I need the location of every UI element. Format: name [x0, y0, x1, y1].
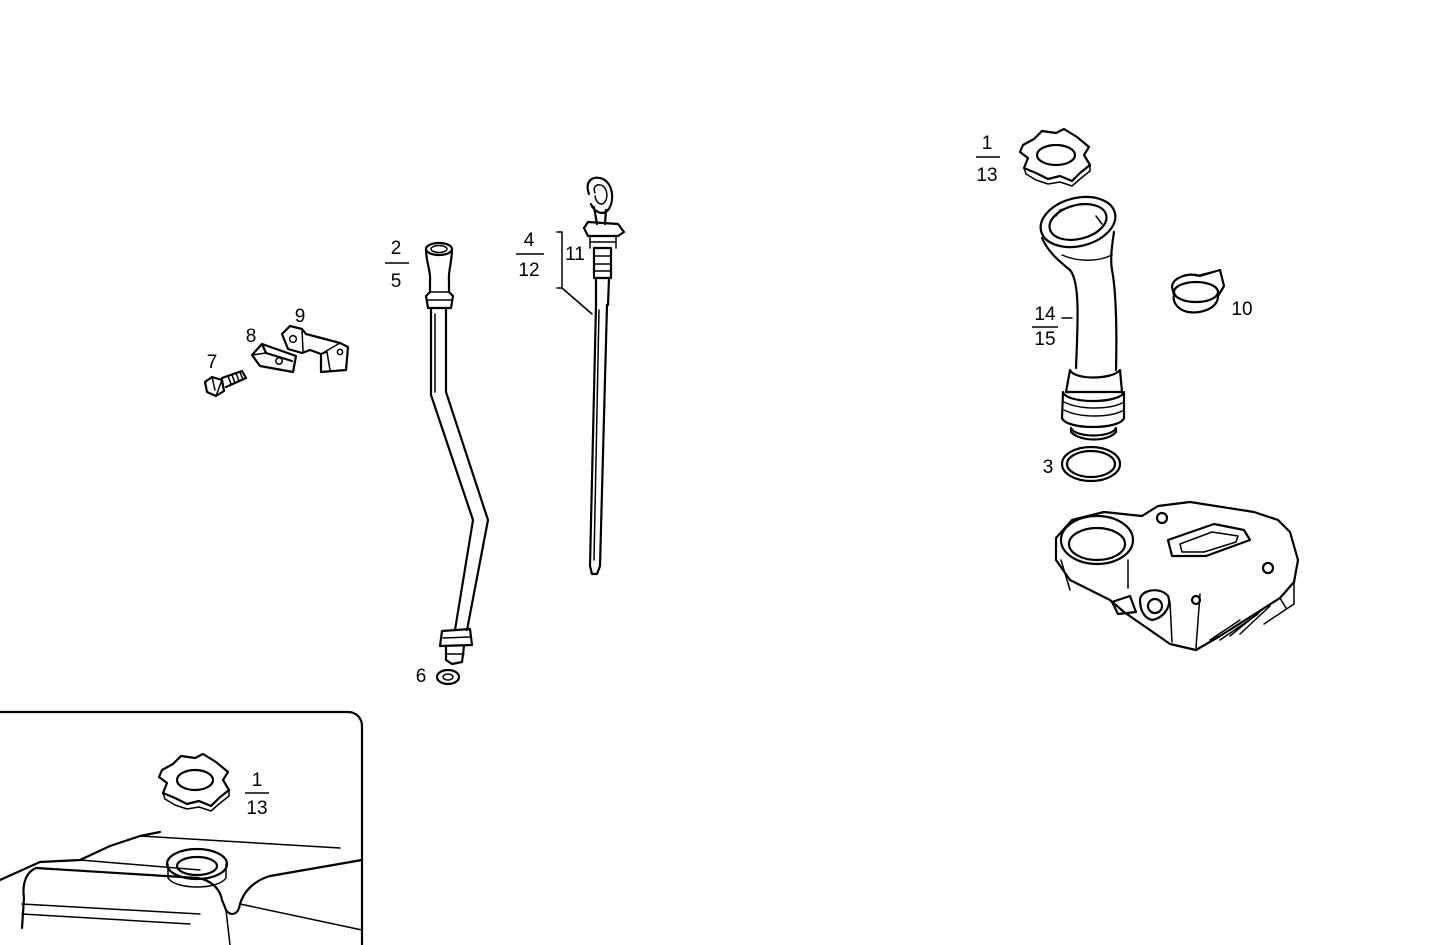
- dipstick-part: [582, 176, 626, 576]
- inset-panel: [0, 710, 364, 945]
- label-clip: 8: [246, 326, 257, 347]
- label-dipstick-numerator: 4: [524, 230, 535, 251]
- guide-tube-part: [424, 241, 490, 666]
- bracket-part: [280, 324, 350, 374]
- label-dipstick-side: 11: [565, 244, 585, 265]
- label-filler-cap-numerator: 1: [982, 133, 993, 154]
- label-guide-tube-numerator: 2: [391, 238, 402, 259]
- label-dipstick: 4 12 11: [516, 230, 585, 281]
- bolt-part: [203, 369, 248, 398]
- label-dipstick-denominator: 12: [518, 260, 539, 281]
- filler-cap-part: [1018, 127, 1092, 187]
- inset-oil-pan-part: [0, 830, 364, 945]
- label-filler-neck-denominator: 15: [1034, 329, 1055, 350]
- clip-part: [250, 342, 298, 374]
- label-inset-cap-numerator: 1: [252, 770, 263, 791]
- inset-filler-cap-part: [157, 752, 231, 812]
- label-bracket: 9: [295, 306, 306, 327]
- label-inset-cap: 1 13: [245, 770, 269, 819]
- label-inset-cap-denominator: 13: [246, 798, 267, 819]
- label-guide-tube-denominator: 5: [391, 271, 402, 292]
- seal-ring-part: [1060, 445, 1122, 483]
- leader-lines: [556, 231, 1073, 319]
- label-bolt: 7: [207, 352, 218, 373]
- label-washer: 6: [416, 666, 427, 687]
- washer-part: [435, 668, 461, 686]
- cover-plate-part: [1054, 500, 1300, 652]
- label-filler-cap: 1 13: [976, 133, 1000, 186]
- label-filler-neck: 14 15: [1032, 304, 1058, 350]
- filler-neck-part: [1039, 195, 1126, 441]
- label-seal-ring: 3: [1043, 457, 1054, 478]
- label-guide-tube: 2 5: [385, 238, 409, 292]
- label-filler-neck-numerator: 14: [1034, 304, 1056, 325]
- label-hose-clamp: 10: [1231, 299, 1252, 320]
- label-filler-cap-denominator: 13: [976, 165, 997, 186]
- hose-clamp-part: [1170, 268, 1226, 314]
